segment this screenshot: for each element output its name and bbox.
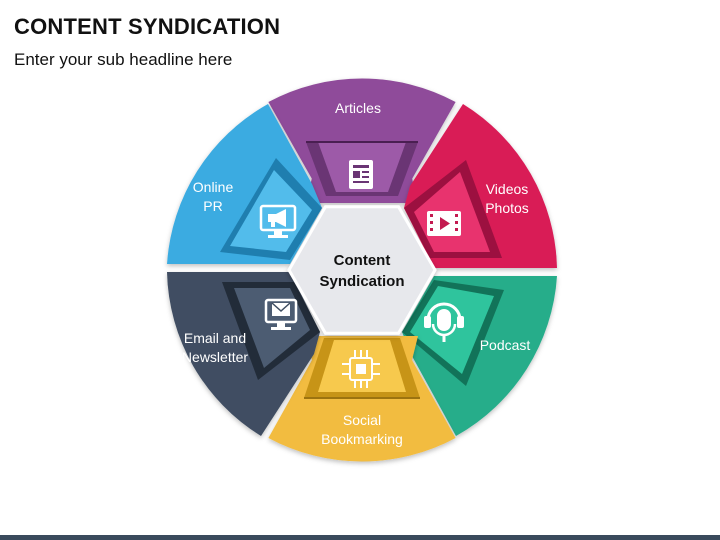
segment-videos-photos[interactable]: Videos Photos	[404, 104, 557, 268]
segment-online-pr[interactable]: Online PR	[167, 104, 322, 264]
segment-articles-label: Articles	[335, 100, 381, 116]
page-subtitle: Enter your sub headline here	[14, 50, 233, 69]
segment-videos-photos-label-2: Photos	[485, 200, 529, 216]
circuit-chip-icon	[342, 350, 380, 388]
segment-social-bookmarking-label-1: Social	[343, 412, 381, 428]
megaphone-monitor-icon	[259, 204, 297, 238]
page-title: CONTENT SYNDICATION	[14, 14, 281, 39]
document-icon	[349, 160, 373, 189]
segment-articles[interactable]: Articles	[268, 78, 456, 203]
center-label-line1: Content	[334, 252, 391, 269]
segment-online-pr-panel	[230, 170, 312, 252]
segment-email-newsletter-label-1: Email and	[184, 330, 246, 346]
bottom-bar	[0, 535, 720, 540]
segment-online-pr-label-2: PR	[203, 198, 222, 214]
email-monitor-icon	[264, 298, 298, 330]
microphone-icon	[424, 302, 464, 342]
segment-social-bookmarking[interactable]: Social Bookmarking	[268, 336, 456, 462]
segment-email-newsletter-label-2: Newsletter	[182, 349, 248, 365]
segment-social-bookmarking-label-2: Bookmarking	[321, 431, 403, 447]
segment-email-newsletter[interactable]: Email and Newsletter	[167, 272, 320, 436]
center-hexagon: Content Syndication	[287, 205, 437, 335]
segment-podcast[interactable]: Podcast	[402, 276, 557, 436]
center-hexagon-shape	[287, 205, 437, 335]
segment-videos-photos-label-1: Videos	[486, 181, 529, 197]
segment-podcast-label: Podcast	[480, 337, 531, 353]
video-film-icon	[427, 211, 461, 236]
segment-articles-shape	[268, 78, 456, 203]
segment-online-pr-label-1: Online	[193, 179, 234, 195]
center-label-line2: Syndication	[319, 273, 404, 290]
